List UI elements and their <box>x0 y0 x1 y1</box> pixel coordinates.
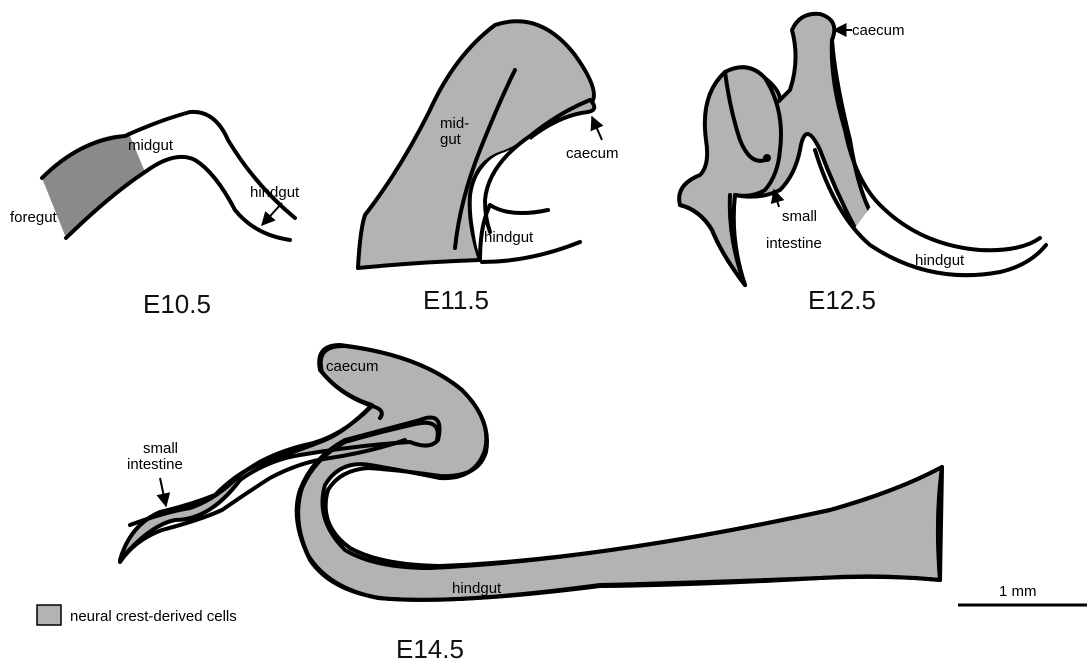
e10-stage-label: E10.5 <box>143 289 211 319</box>
e11-midgut-label-2: gut <box>440 131 462 148</box>
panel-e11-5: mid- gut caecum hindgut E11.5 <box>358 21 619 315</box>
e11-midgut-label-1: mid- <box>440 115 469 132</box>
e14-small-intestine-label-2: intestine <box>127 456 183 473</box>
legend-label: neural crest-derived cells <box>70 608 237 625</box>
e12-hindgut-label: hindgut <box>915 252 965 269</box>
e12-small-intestine-label-2: intestine <box>766 235 822 252</box>
e10-foregut-label: foregut <box>10 209 58 226</box>
e14-stage-label: E14.5 <box>396 634 464 664</box>
e10-hindgut-label: hindgut <box>250 184 300 201</box>
e12-small-intestine-label-1: small <box>782 208 817 225</box>
e14-hindgut-label: hindgut <box>452 580 502 597</box>
e14-caecum-label: caecum <box>326 358 379 375</box>
e12-caecum-label: caecum <box>852 22 905 39</box>
panel-e10-5: foregut midgut hindgut E10.5 <box>10 106 300 319</box>
e11-caecum-arrow <box>592 117 602 140</box>
scale-bar-label: 1 mm <box>999 583 1037 600</box>
panel-e14-5: caecum small intestine hindgut E14.5 <box>120 345 942 664</box>
e14-small-intestine-label-1: small <box>143 440 178 457</box>
scale-bar: 1 mm <box>958 583 1087 605</box>
e11-caecum-label: caecum <box>566 145 619 162</box>
e11-stage-label: E11.5 <box>423 285 489 315</box>
panel-e12-5: caecum small intestine hindgut E12.5 <box>679 14 1048 315</box>
e11-hindgut-label: hindgut <box>484 229 534 246</box>
legend: neural crest-derived cells <box>37 605 237 625</box>
legend-swatch <box>37 605 61 625</box>
e12-junction-dot <box>763 154 771 162</box>
e10-midgut-label: midgut <box>128 137 174 154</box>
e14-small-intestine-arrow <box>160 478 166 506</box>
e12-stage-label: E12.5 <box>808 285 876 315</box>
